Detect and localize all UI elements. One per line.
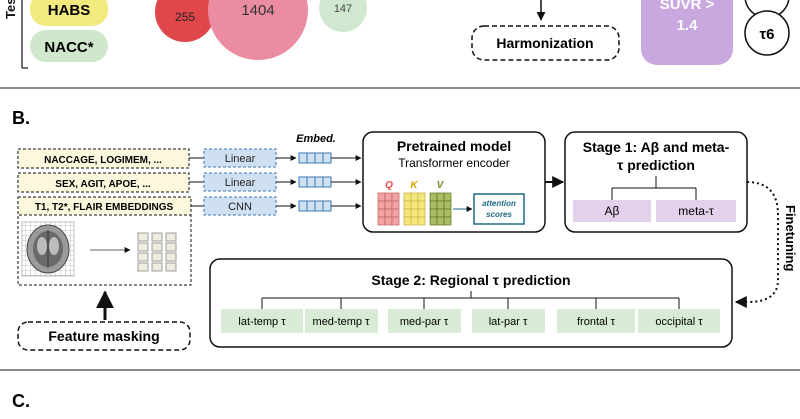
k-label: K xyxy=(410,180,418,191)
stage1-title-line1: Stage 1: Aβ and meta- xyxy=(583,139,730,155)
stage2-label-med-par: med-par τ xyxy=(400,316,449,328)
stage2-label-frontal: frontal τ xyxy=(577,316,616,328)
test-side-label: Test xyxy=(3,0,18,19)
count-circle-red xyxy=(155,0,215,42)
pretrained-subtitle: Transformer encoder xyxy=(398,156,510,170)
nacc-pill xyxy=(30,30,108,62)
input-label-3: T1, T2*, FLAIR EMBEDDINGS xyxy=(35,202,174,213)
panel-b-letter: B. xyxy=(12,108,30,128)
stage2-label-med-temp: med-temp τ xyxy=(313,316,371,328)
brain-scan-image xyxy=(21,221,75,277)
v-label: V xyxy=(437,180,445,191)
stage1-output-abeta xyxy=(573,200,651,222)
stage2-label-lat-temp: lat-temp τ xyxy=(238,316,286,328)
stage2-output-med-temp xyxy=(305,309,378,333)
count-147: 147 xyxy=(334,3,352,15)
tau6-label: τ6 xyxy=(759,26,774,43)
embed-tokens-1 xyxy=(298,152,332,164)
suvr-box xyxy=(641,0,733,65)
harmonization-box xyxy=(471,25,620,61)
stage2-output-frontal xyxy=(557,309,635,333)
embedding-token-grid xyxy=(137,232,177,272)
embed-label: Embed. xyxy=(296,133,336,145)
embed-tokens-3 xyxy=(298,200,332,212)
attention-line1: attention xyxy=(482,199,516,208)
q-matrix xyxy=(377,192,400,226)
stage2-outputs xyxy=(221,309,720,333)
feature-masking-box xyxy=(17,321,191,351)
count-255: 255 xyxy=(175,10,195,24)
attention-scores-box xyxy=(473,193,525,225)
stage2-tree xyxy=(261,291,680,309)
stage2-output-occipital xyxy=(638,309,720,333)
feature-masking-label: Feature masking xyxy=(48,328,159,344)
suvr-line2: 1.4 xyxy=(677,17,699,34)
finetuning-arrow xyxy=(734,181,779,308)
input-label-1: NACCAGE, LOGIMEM, ... xyxy=(44,155,162,166)
encoder-label-3: CNN xyxy=(228,201,252,213)
q-label: Q xyxy=(385,180,393,191)
stage1-title-line2: τ prediction xyxy=(617,157,695,173)
habs-label: HABS xyxy=(48,2,91,19)
stage2-label-occipital: occipital τ xyxy=(655,316,703,328)
input-label-2: SEX, AGIT, APOE, ... xyxy=(55,179,151,190)
stage1-tree xyxy=(611,176,697,200)
encoder-label-2: Linear xyxy=(225,177,256,189)
stage2-title: Stage 2: Regional τ prediction xyxy=(371,272,570,288)
harmonization-label: Harmonization xyxy=(496,35,593,51)
count-1404: 1404 xyxy=(241,2,274,19)
habs-pill xyxy=(30,0,108,26)
stage2-output-lat-par xyxy=(472,309,545,333)
suvr-line1: SUVR > xyxy=(660,0,715,13)
k-matrix xyxy=(403,192,426,226)
stage1-output-metatau-label: meta-τ xyxy=(678,204,714,218)
finetuning-label: Finetuning xyxy=(783,205,798,271)
tau6-circle xyxy=(744,10,790,56)
count-circle-pink xyxy=(208,0,308,60)
stage2-label-lat-par: lat-par τ xyxy=(489,316,528,328)
stage1-output-metatau xyxy=(656,200,736,222)
stage2-output-med-par xyxy=(388,309,461,333)
v-matrix xyxy=(429,192,452,226)
attention-line2: scores xyxy=(486,210,512,219)
encoder-label-1: Linear xyxy=(225,153,256,165)
stage2-output-lat-temp xyxy=(221,309,303,333)
nacc-label: NACC* xyxy=(44,39,93,56)
panel-c-letter: C. xyxy=(12,391,30,411)
stage1-output-abeta-label: Aβ xyxy=(605,204,620,218)
pretrained-title: Pretrained model xyxy=(397,138,511,154)
count-circle-green xyxy=(319,0,367,32)
embed-tokens-2 xyxy=(298,176,332,188)
